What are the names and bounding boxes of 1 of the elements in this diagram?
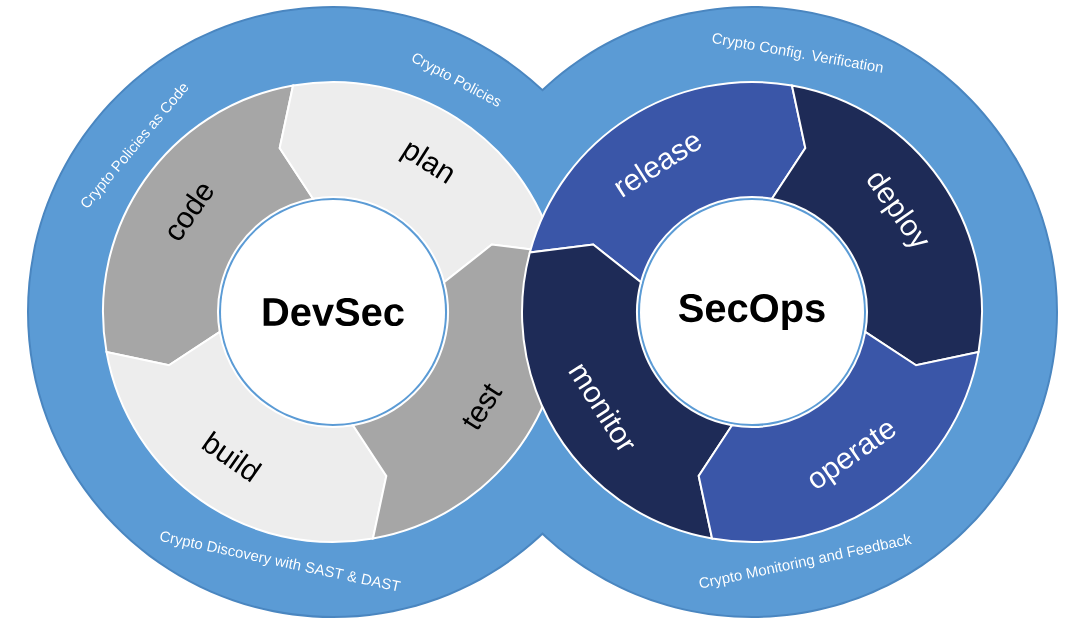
band-label: Crypto Config. Verification: [712, 33, 883, 73]
